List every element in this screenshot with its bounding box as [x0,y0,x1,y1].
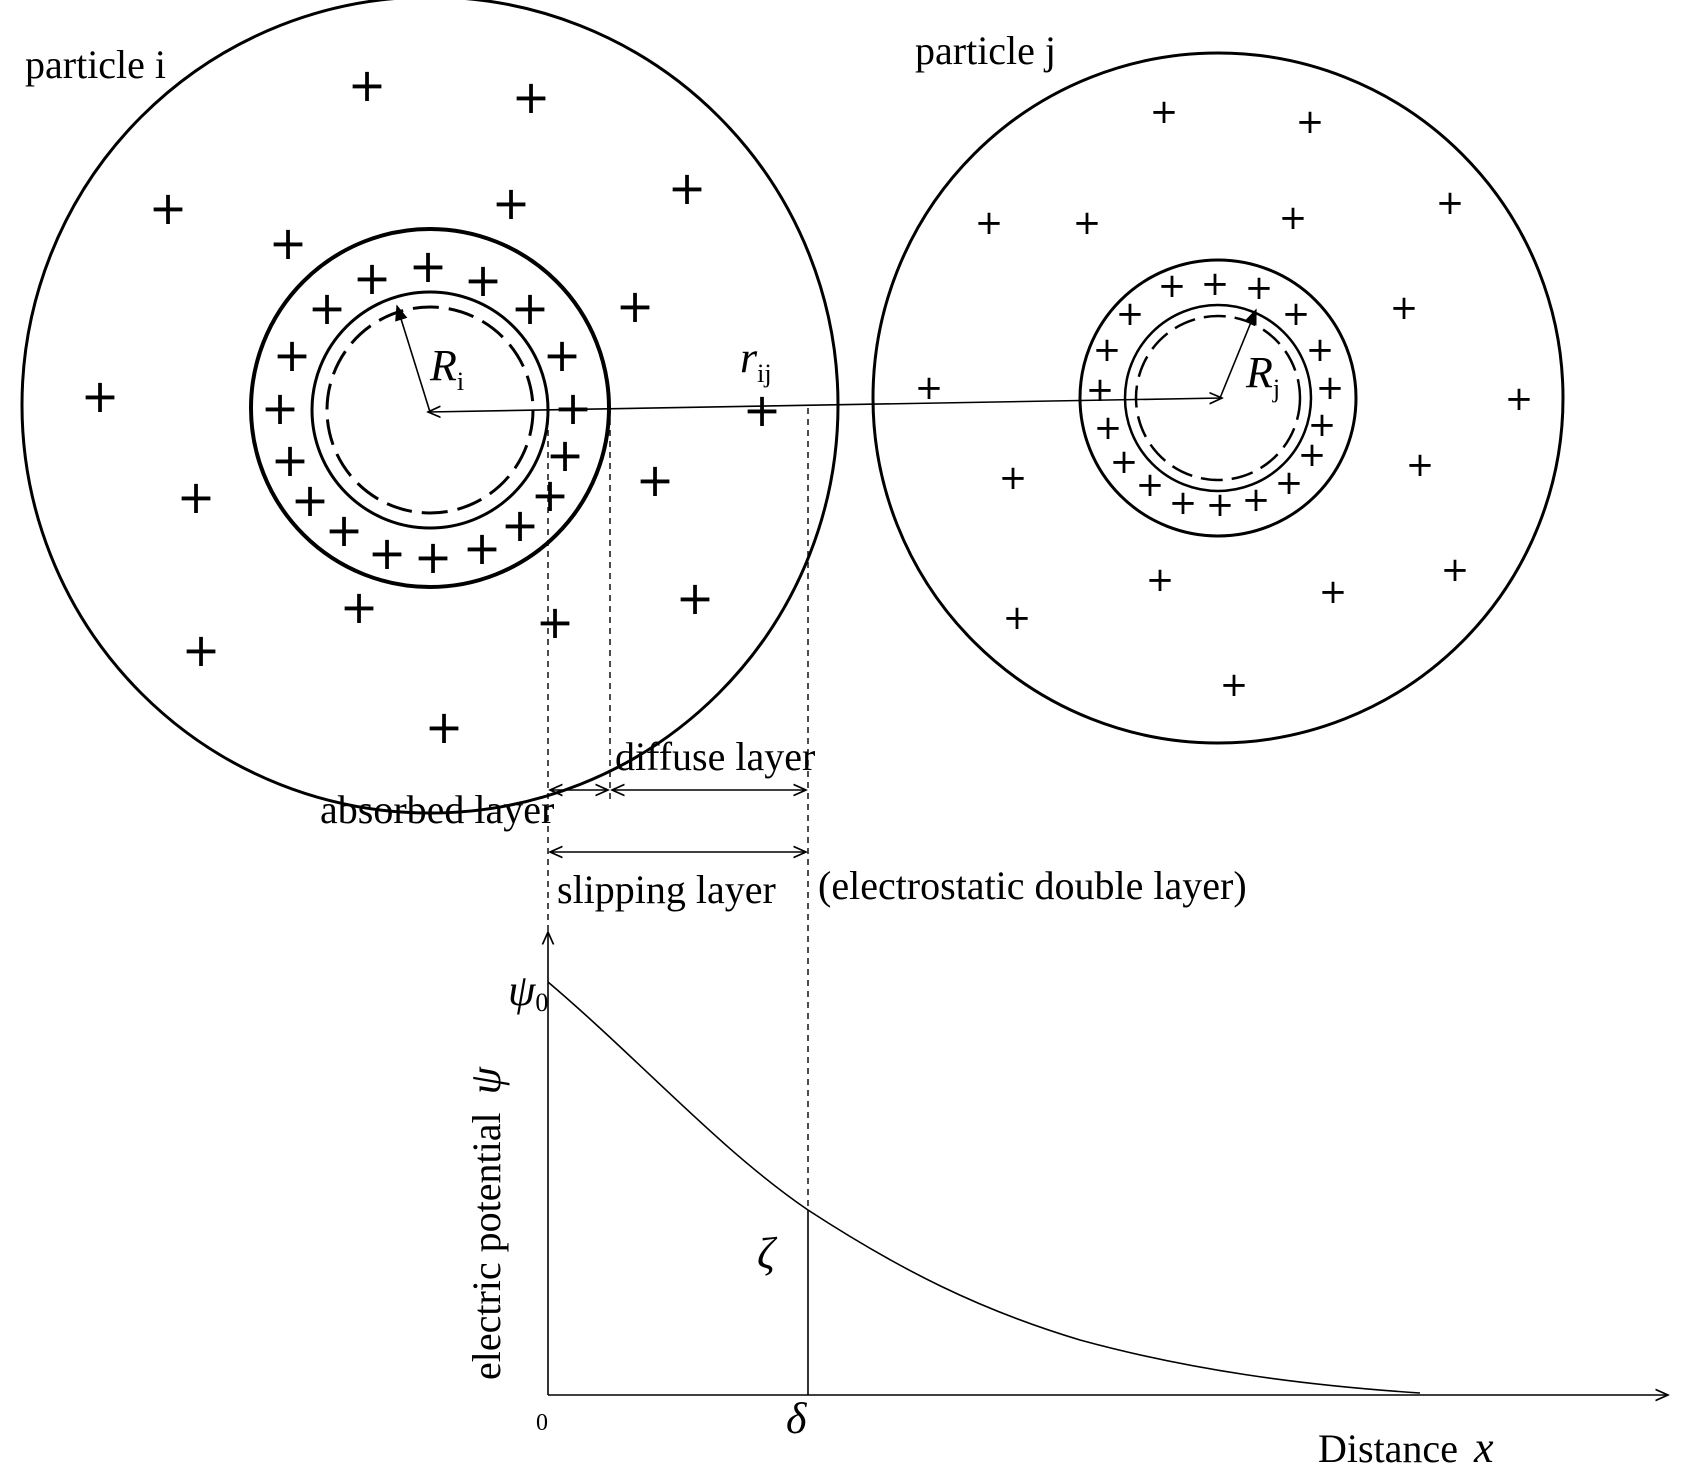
positive-ion: + [1201,264,1230,304]
y-axis-title: electric potentialψ [461,1066,510,1380]
radius-j-label: Rj [1245,348,1280,403]
positive-ion: + [743,383,782,437]
positive-ion: + [1242,480,1271,520]
double-layer-label: (electrostatic double layer) [818,863,1247,908]
positive-ion: + [271,433,310,487]
radius-j-arrow [1219,308,1257,399]
positive-ion: + [1146,560,1175,600]
positive-ion: + [1093,330,1122,370]
delta-label: δ [786,1394,808,1443]
psi0-label: ψ0 [508,966,548,1017]
positive-ion: + [1406,445,1435,485]
positive-ion: + [149,181,188,235]
positive-ion: + [668,161,707,215]
positive-ion: + [1306,330,1335,370]
positive-ion: + [177,470,216,524]
svg-text:electric potentialψ: electric potentialψ [461,1066,510,1380]
particle-j-label: particle j [915,28,1056,73]
positive-ion: + [1390,288,1419,328]
positive-ion: + [546,428,585,482]
x-origin-label: 0 [536,1410,548,1436]
positive-ion: + [425,700,464,754]
positive-ion: + [531,468,570,522]
particle-i: particle i Ri ++++++++++++++++++++++++++… [20,0,840,815]
positive-ion: + [975,203,1004,243]
positive-ion: + [1158,266,1187,306]
positive-ion: + [1116,294,1145,334]
distance-rij-arrow [428,398,1222,412]
positive-ion: + [1279,198,1308,238]
positive-ion: + [1206,485,1235,525]
slipping-layer-label: slipping layer [557,867,776,912]
positive-ion: + [1275,463,1304,503]
positive-ion: + [1319,572,1348,612]
positive-ion: + [616,279,655,333]
positive-ion: + [1150,92,1179,132]
positive-ion: + [676,571,715,625]
positive-ion: + [291,473,330,527]
positive-ion: + [1505,379,1534,419]
positive-ion: + [353,251,392,305]
positive-ion: + [512,70,551,124]
positive-ion: + [1073,203,1102,243]
positive-ion: + [1441,550,1470,590]
positive-ion: + [1220,665,1249,705]
positive-ion: + [554,381,593,435]
positive-ion: + [273,328,312,382]
positive-ion: + [915,368,944,408]
positive-ion: + [492,176,531,230]
positive-ion: + [308,281,347,335]
radius-i-label: Ri [429,341,464,396]
positive-ion: + [999,458,1028,498]
positive-ion: + [1316,368,1345,408]
positive-ion: + [368,526,407,580]
positive-ion: + [1110,442,1139,482]
positive-ion: + [1436,183,1465,223]
positive-ion: + [81,369,120,423]
positive-ion: + [325,503,364,557]
positive-ion: + [269,216,308,270]
potential-curve [547,981,1421,1394]
positive-ion: + [261,381,300,435]
positive-ion: + [182,623,221,677]
positive-ion: + [1308,405,1337,445]
distance-rij-label: rij [740,333,772,388]
particle-j: particle j Rj ++++++++++++++++++++++++++… [871,28,1565,745]
positive-ion: + [414,530,453,584]
positive-ion: + [1298,435,1327,475]
positive-ion: + [511,281,550,335]
positive-ion: + [409,239,448,293]
layer-guides [547,408,809,1210]
absorbed-layer-label: absorbed layer [320,787,554,832]
positive-ion: + [1282,294,1311,334]
positive-ion: + [464,253,503,307]
positive-ion: + [1296,102,1325,142]
particle-i-label: particle i [25,42,166,87]
positive-ion: + [1086,370,1115,410]
particle-j-ions: ++++++++++++++++++++++++++++++++++ [915,92,1534,705]
positive-ion: + [463,521,502,575]
positive-ion: + [340,580,379,634]
positive-ion: + [348,58,387,112]
radius-i-arrow [395,304,431,413]
zeta-label: ζ [757,1229,778,1278]
positive-ion: + [1003,598,1032,638]
positive-ion: + [543,328,582,382]
positive-ion: + [636,453,675,507]
particle-i-ions: ++++++++++++++++++++++++++++++++++ [81,58,782,754]
positive-ion: + [501,498,540,552]
positive-ion: + [1245,268,1274,308]
positive-ion: + [1169,483,1198,523]
positive-ion: + [1136,465,1165,505]
diffuse-layer-label: diffuse layer [615,734,815,779]
positive-ion: + [536,595,575,649]
